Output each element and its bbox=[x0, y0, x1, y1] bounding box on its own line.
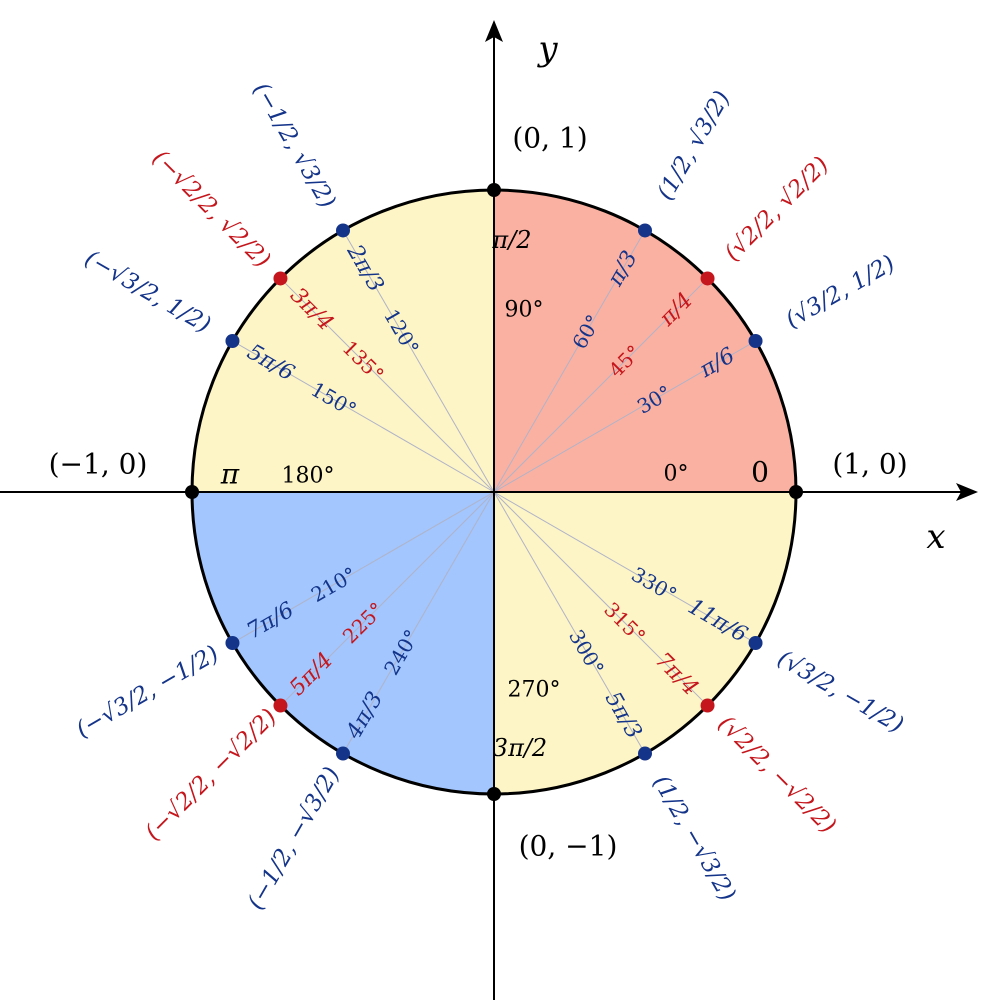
ray-45deg bbox=[493, 278, 708, 493]
point-240deg bbox=[336, 746, 350, 761]
point-150deg bbox=[225, 334, 240, 348]
ray-240deg bbox=[342, 491, 495, 754]
circle-points bbox=[185, 183, 803, 801]
y-axis-arrowhead bbox=[485, 20, 503, 42]
axis-0-radian: 0 bbox=[751, 456, 769, 489]
axis-90-coord: (0, 1) bbox=[512, 122, 587, 155]
point-225deg bbox=[273, 698, 288, 713]
axis-0-coord: (1, 0) bbox=[832, 448, 907, 481]
coordinate-label-240: (−1/2, −√3/2) bbox=[243, 763, 345, 914]
coordinate-label-225: (−√2/2, −√2/2) bbox=[140, 704, 282, 846]
point-330deg bbox=[748, 636, 763, 650]
point-300deg bbox=[638, 746, 652, 761]
coordinate-label-60: (1/2, √3/2) bbox=[652, 87, 735, 205]
ray-150deg bbox=[232, 340, 495, 493]
axis-270-degree-label: 270° bbox=[508, 678, 561, 703]
coordinate-label-300: (1/2, −√3/2) bbox=[648, 771, 741, 906]
axis-90-radian: π/2 bbox=[491, 226, 531, 254]
ray-315deg bbox=[493, 491, 708, 706]
point-90deg bbox=[487, 183, 501, 197]
ray-30deg bbox=[493, 340, 756, 493]
coordinate-label-210: (−√3/2, −1/2) bbox=[72, 641, 223, 743]
coordinate-label-30: (√3/2, 1/2) bbox=[781, 250, 899, 333]
axis-90-degree-label: 90° bbox=[505, 298, 544, 323]
x-axis-label: x bbox=[926, 517, 945, 557]
axis-270-coord: (0, −1) bbox=[519, 830, 618, 863]
angle-rays bbox=[232, 230, 756, 754]
ray-135deg bbox=[280, 278, 495, 493]
point-210deg bbox=[225, 636, 240, 650]
point-0deg bbox=[789, 485, 803, 499]
coordinate-label-150: (−√3/2, 1/2) bbox=[80, 246, 215, 339]
ray-210deg bbox=[232, 491, 495, 644]
coordinate-label-315: (√2/2, −√2/2) bbox=[713, 711, 841, 839]
axis-180-radian: π bbox=[220, 458, 240, 491]
point-315deg bbox=[700, 698, 715, 713]
point-45deg bbox=[700, 271, 715, 286]
ray-225deg bbox=[280, 491, 495, 706]
axis-0-degree-label: 0° bbox=[664, 462, 689, 487]
axis-180-coord: (−1, 0) bbox=[49, 448, 148, 481]
ray-330deg bbox=[493, 491, 756, 644]
coordinate-label-120: (−1/2, √3/2) bbox=[248, 78, 341, 213]
point-30deg bbox=[748, 334, 763, 348]
coordinate-label-45: (√2/2, √2/2) bbox=[720, 152, 834, 266]
x-axis-arrowhead bbox=[956, 483, 978, 501]
point-270deg bbox=[487, 787, 501, 801]
point-180deg bbox=[185, 485, 199, 499]
axis-270-radian: 3π/2 bbox=[493, 734, 547, 762]
coordinate-label-330: (√3/2, −1/2) bbox=[773, 646, 908, 739]
axis-point-labels: (1, 0) 0 0° (0, 1) π/2 90° (−1, 0) π 180° (0, −1)… bbox=[49, 122, 908, 863]
ray-120deg bbox=[342, 230, 495, 493]
coordinate-label-135: (−√2/2, √2/2) bbox=[147, 145, 275, 273]
ray-60deg bbox=[493, 230, 646, 493]
point-120deg bbox=[336, 223, 350, 238]
point-135deg bbox=[273, 271, 288, 286]
point-60deg bbox=[638, 223, 652, 238]
y-axis-label: y bbox=[536, 29, 558, 69]
ray-300deg bbox=[493, 491, 646, 754]
axis-180-degree-label: 180° bbox=[282, 464, 335, 489]
